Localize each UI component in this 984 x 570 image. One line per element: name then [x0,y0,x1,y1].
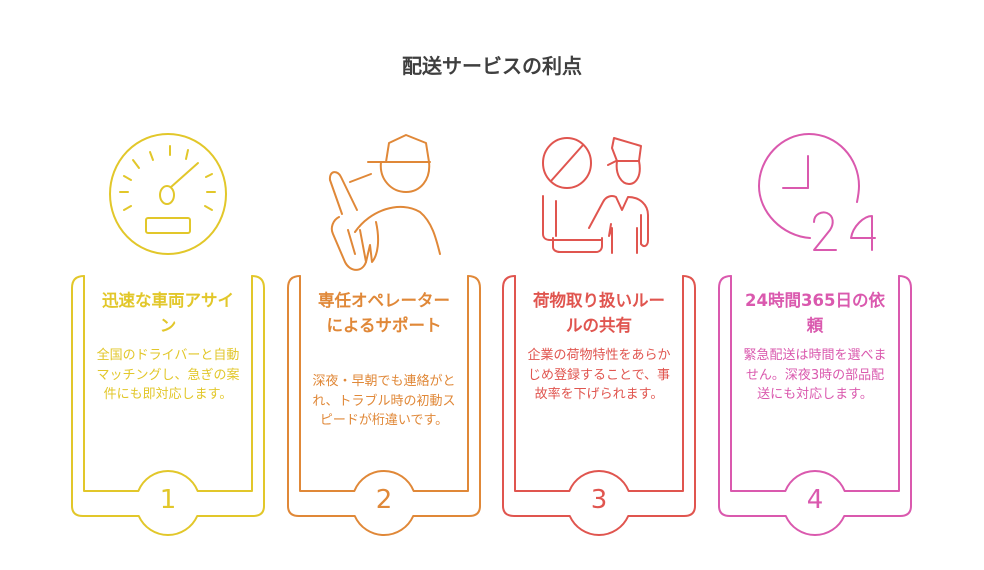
card-outer-frame [71,275,265,536]
card-body: 企業の荷物特性をあらかじめ登録することで、事故率を下げられます。 [527,348,671,402]
benefit-card-1: 迅速な車両アサイン 全国のドライバーと自動マッチングし、急ぎの案件にも即対応しま… [72,276,264,536]
rules-officer-icon [542,137,649,254]
card-body: 深夜・早朝でも連絡がとれ、トラブル時の初動スピードが桁違いです。 [312,374,456,428]
benefit-card-4: 24時間365日の依頼 緊急配送は時間を選べません。深夜3時の部品配送にも対応し… [719,276,911,536]
page-title: 配送サービスの利点 [402,54,582,78]
card-number: 1 [159,485,177,515]
card-number: 3 [590,485,608,515]
card-outer-frame [718,275,912,536]
card-title: 荷物取り扱いルールの共有 [533,291,665,335]
benefit-card-2: 専任オペレーターによるサポート 深夜・早朝でも連絡がとれ、トラブル時の初動スピー… [288,276,480,536]
operator-icon [328,134,441,271]
card-title: 専任オペレーターによるサポート [318,291,450,335]
card-inner-frame [299,275,469,492]
card-inner-frame [514,275,684,492]
card-number: 4 [806,485,824,515]
card-title: 24時間365日の依頼 [745,291,885,335]
card-outer-frame [287,275,481,536]
card-inner-frame [730,275,900,492]
card-body: 緊急配送は時間を選べません。深夜3時の部品配送にも対応します。 [743,348,887,402]
card-number: 2 [375,485,393,515]
card-body: 全国のドライバーと自動マッチングし、急ぎの案件にも即対応します。 [96,348,240,402]
clock-24-icon [758,133,876,251]
card-inner-frame [83,275,253,492]
benefit-card-3: 荷物取り扱いルールの共有 企業の荷物特性をあらかじめ登録することで、事故率を下げ… [503,276,695,536]
speedometer-icon [109,133,227,255]
card-title: 迅速な車両アサイン [102,291,234,335]
card-outer-frame [502,275,696,536]
